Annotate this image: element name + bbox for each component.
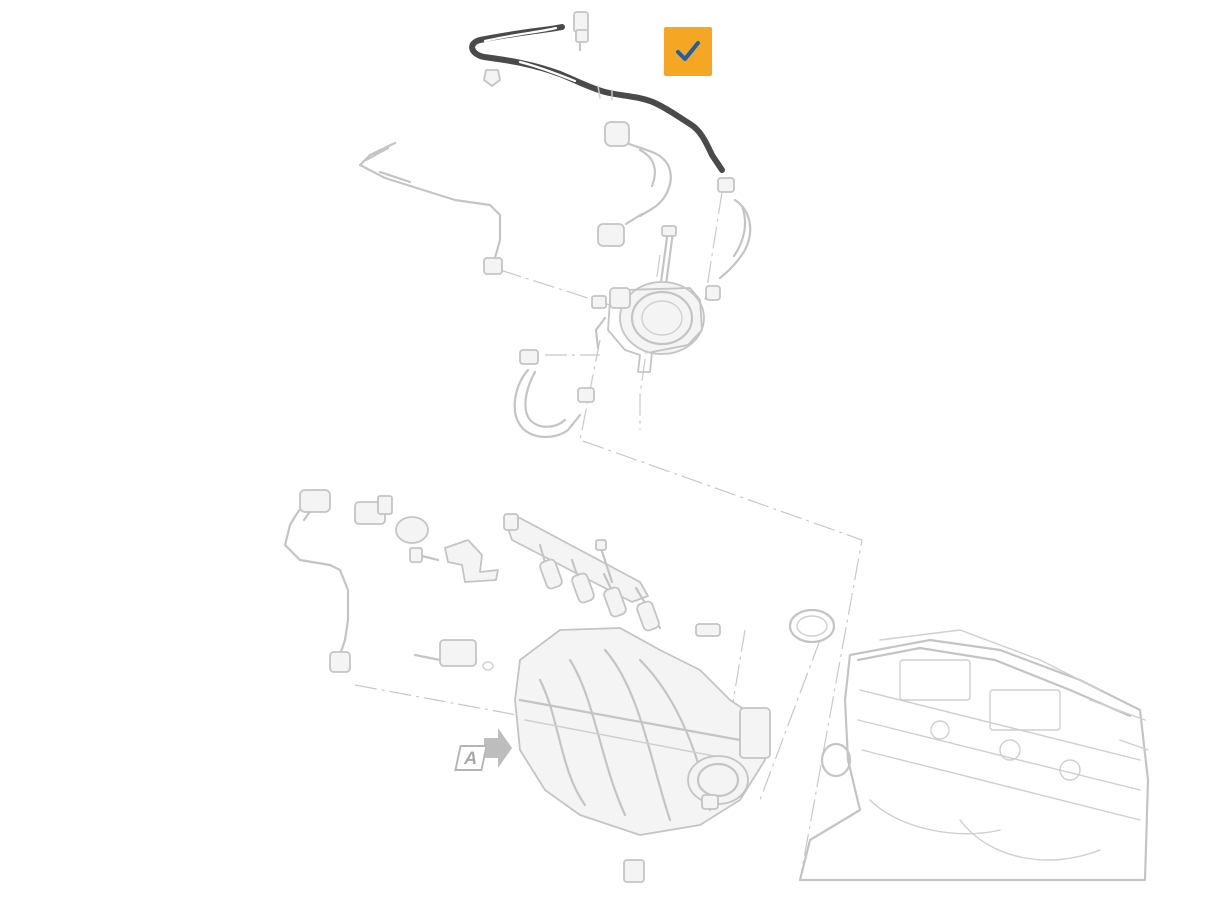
view-arrow	[484, 728, 512, 768]
highlighted-hose[interactable]	[469, 11, 725, 173]
engine-block	[798, 629, 1150, 882]
checkmark-icon	[676, 40, 700, 61]
fuel-rail	[503, 513, 721, 637]
upper-assembly	[358, 121, 752, 438]
left-sensor-cluster	[283, 489, 499, 673]
view-label-text: A	[462, 747, 480, 768]
intake-manifold	[514, 608, 852, 883]
view-label-a: A	[454, 745, 488, 771]
selected-part-marker[interactable]	[664, 27, 712, 76]
